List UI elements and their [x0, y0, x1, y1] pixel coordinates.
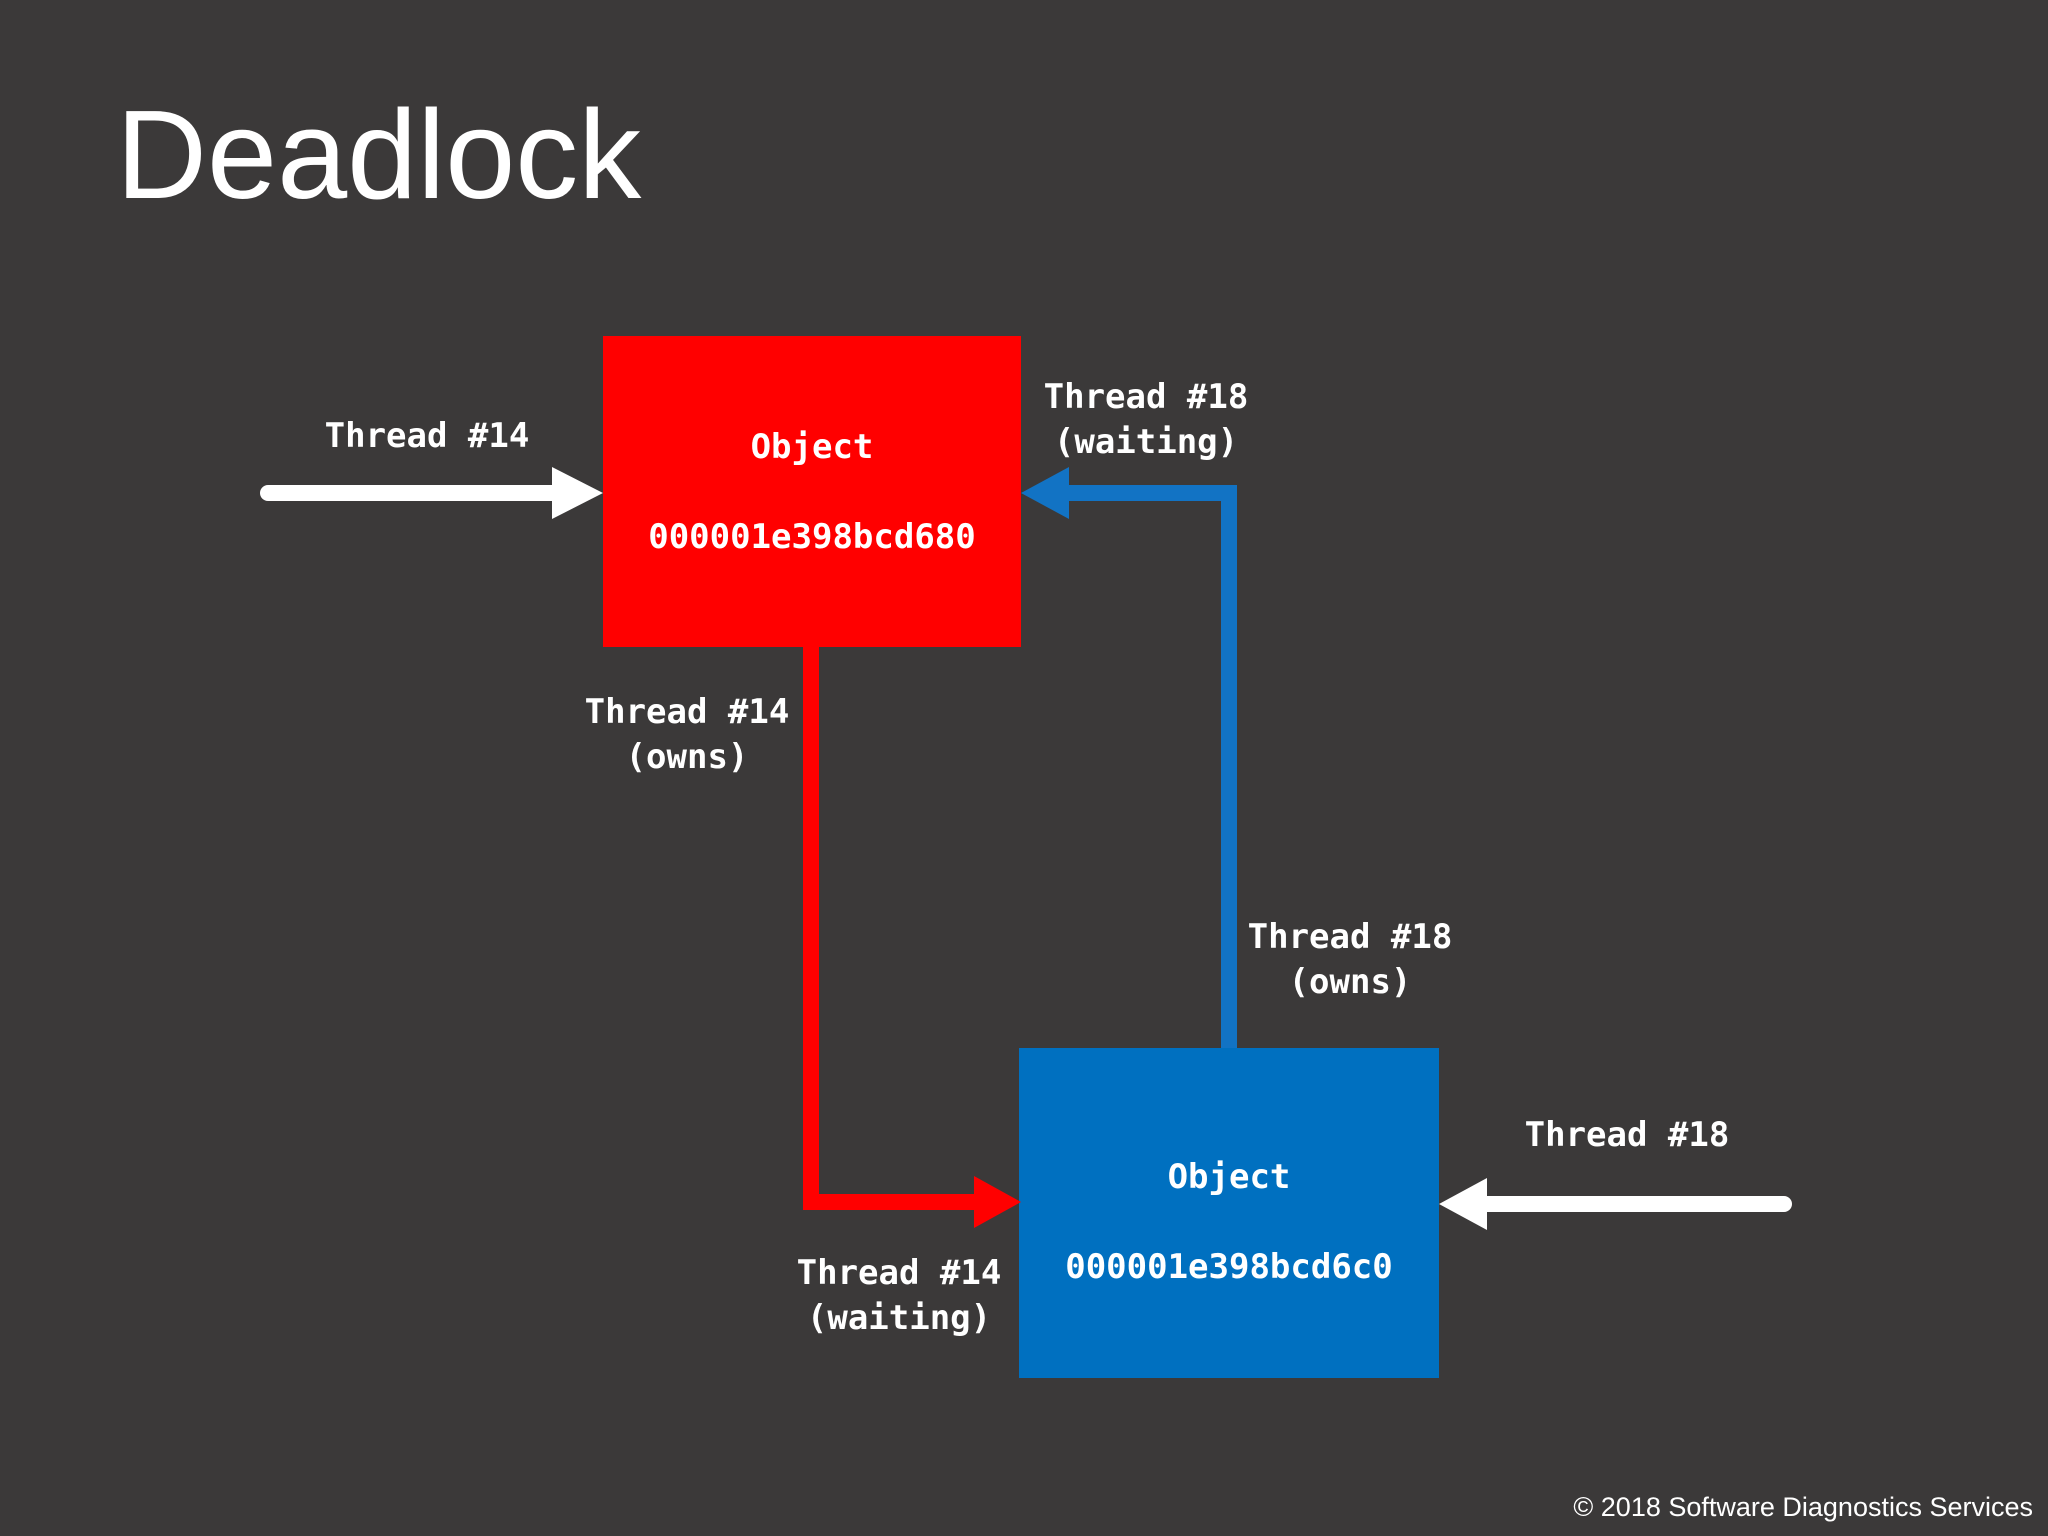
- copyright-text: © 2018 Software Diagnostics Services: [1573, 1492, 2033, 1522]
- thread14-incoming-label: Thread #14: [324, 416, 530, 456]
- thread18-owns-label-line2: (owns): [1288, 962, 1412, 1002]
- object-box-red: Object 000001e398bcd680: [603, 336, 1021, 647]
- thread14-waiting-label: Thread #14 (waiting): [779, 1251, 1019, 1341]
- thread18-incoming-arrow-shaft: [1487, 1196, 1792, 1212]
- page-title: Deadlock: [116, 84, 642, 225]
- object-box-blue: Object 000001e398bcd6c0: [1019, 1048, 1439, 1378]
- thread14-owns-arrow-vertical-shaft: [803, 646, 819, 1210]
- thread18-owns-label-line1: Thread #18: [1247, 917, 1453, 957]
- thread18-waiting-label-line1: Thread #18: [1043, 377, 1249, 417]
- object-red-address: 000001e398bcd680: [648, 516, 976, 557]
- thread18-incoming-arrowhead-icon: [1439, 1178, 1487, 1230]
- thread18-owns-arrow-vertical-shaft: [1221, 485, 1237, 1048]
- thread18-waiting-label: Thread #18 (waiting): [1026, 375, 1266, 465]
- object-blue-address: 000001e398bcd6c0: [1065, 1247, 1393, 1287]
- object-blue-title: Object: [1167, 1157, 1291, 1197]
- thread14-waiting-label-line2: (waiting): [806, 1298, 992, 1338]
- thread14-owns-label-line2: (owns): [625, 737, 749, 777]
- thread18-waiting-arrow-horizontal-shaft: [1069, 485, 1237, 501]
- thread14-waiting-label-line1: Thread #14: [796, 1253, 1002, 1293]
- thread14-incoming-arrowhead-icon: [552, 467, 603, 519]
- thread14-owns-label: Thread #14 (owns): [567, 690, 807, 780]
- thread14-waiting-arrow-horizontal-shaft: [803, 1194, 974, 1210]
- thread14-owns-label-line1: Thread #14: [584, 692, 790, 732]
- thread18-waiting-arrowhead-icon: [1021, 467, 1069, 519]
- object-red-title: Object: [750, 426, 874, 467]
- thread18-waiting-label-line2: (waiting): [1053, 422, 1239, 462]
- thread14-waiting-arrowhead-icon: [974, 1176, 1021, 1228]
- thread14-incoming-arrow-shaft: [260, 485, 554, 501]
- thread18-owns-label: Thread #18 (owns): [1230, 915, 1470, 1005]
- thread18-incoming-label: Thread #18: [1524, 1115, 1730, 1155]
